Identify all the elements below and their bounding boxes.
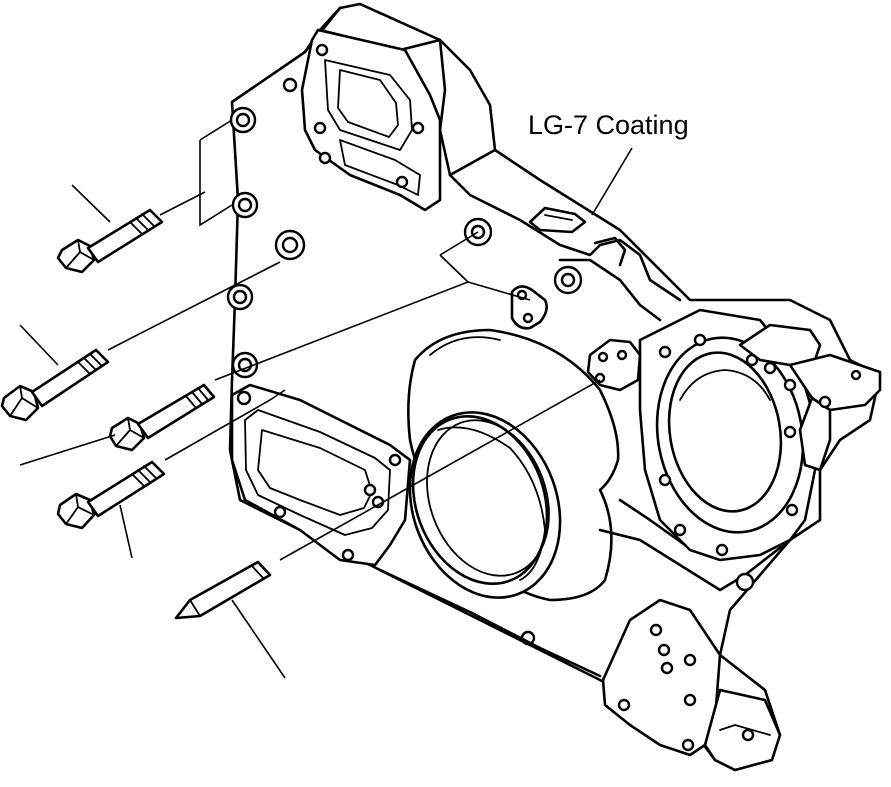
leader-bolt-short (19, 434, 116, 466)
leader-bolt-middle (19, 324, 59, 366)
leader-bolt-upper (71, 184, 111, 223)
leader-dowel-pin (231, 599, 286, 679)
leader-coating (591, 147, 633, 216)
bolt-upper (56, 208, 164, 274)
leader-bolt-lower (119, 504, 133, 559)
leader-lines (19, 147, 633, 679)
bolt-short (108, 383, 216, 452)
front-cover-housing (226, 2, 882, 772)
alignment-guides (107, 119, 601, 561)
dowel-pin (174, 560, 272, 620)
bolt-middle (0, 348, 110, 422)
coating-callout-label: LG-7 Coating (528, 110, 689, 140)
bolt-lower (56, 460, 166, 530)
